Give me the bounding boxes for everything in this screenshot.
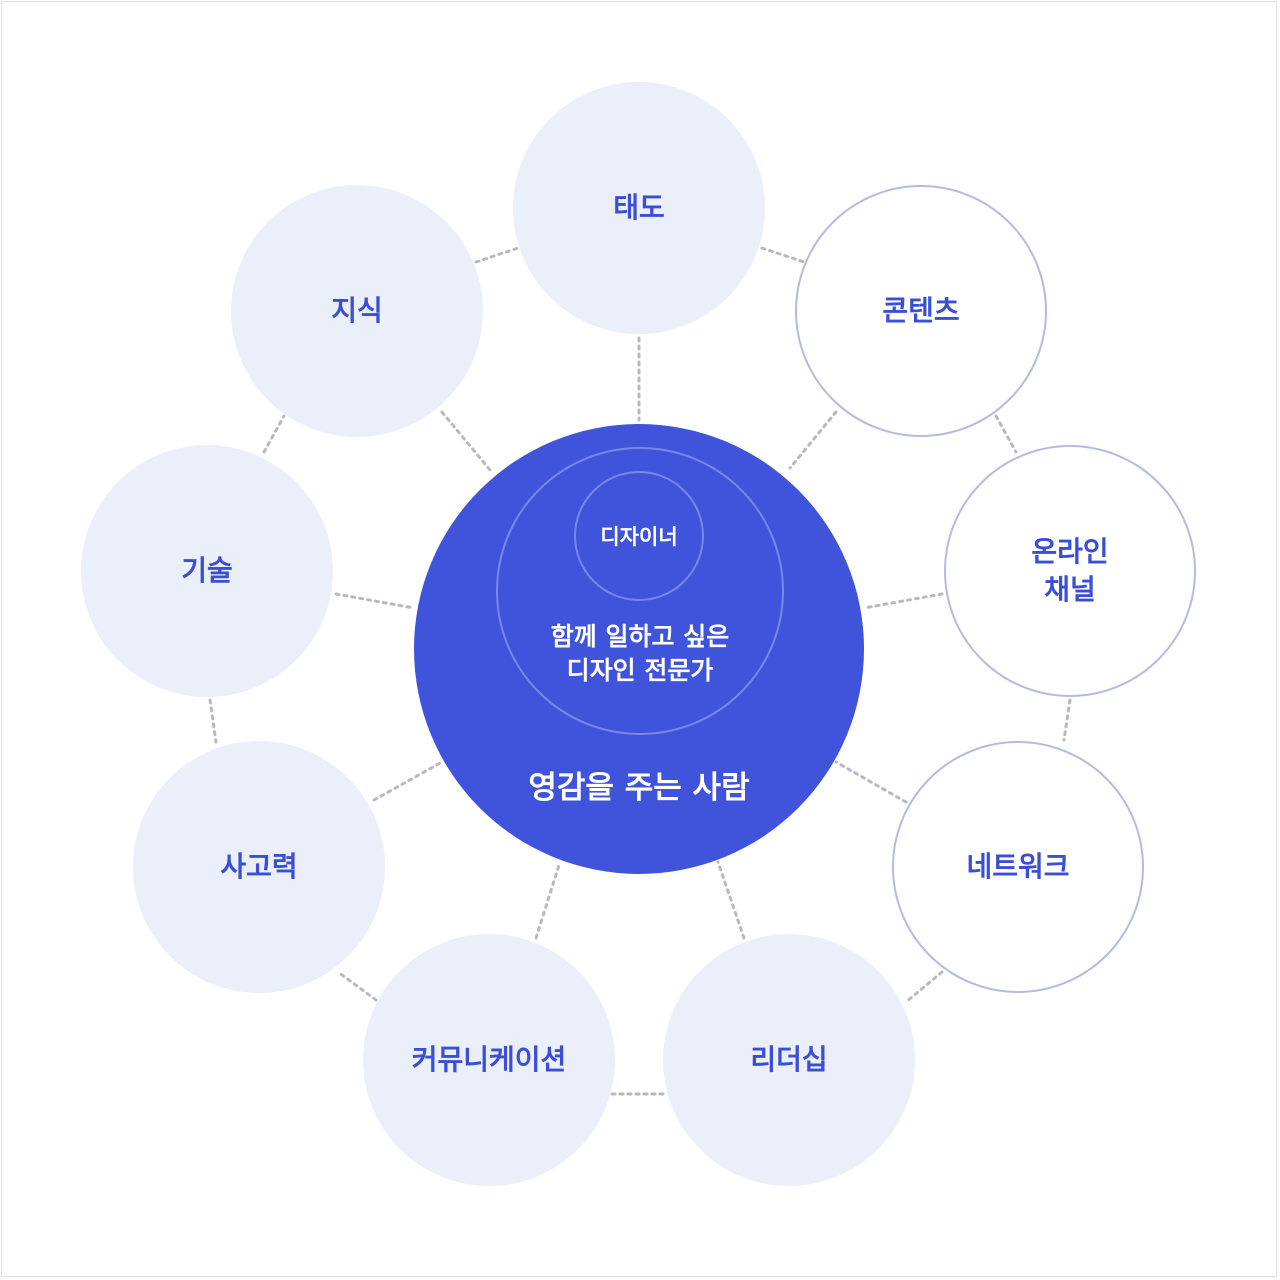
spoke-communication [534,860,562,940]
spoke-skill [334,592,416,610]
node-label-skill: 기술 [181,554,233,587]
node-knowledge: 지식 [231,185,483,437]
center-inner-label: 디자이너 [600,525,678,549]
link-attitude-contents [760,246,806,264]
inner-ring: 디자이너 [574,471,704,601]
spoke-leadership [716,860,746,940]
node-label-contents: 콘텐츠 [882,294,960,327]
spoke-thinking [372,760,444,802]
center-outer-label: 영감을 주는 사람 [528,770,750,806]
link-network-leadership [904,970,944,1004]
node-attitude: 태도 [513,82,765,334]
center-middle-label: 함께 일하고 싶은 디자인 전문가 [550,622,730,685]
link-knowledge-attitude [474,246,520,264]
link-communication-thinking [336,970,378,1002]
link-skill-knowledge [262,414,286,454]
node-contents: 콘텐츠 [795,185,1047,437]
node-label-thinking: 사고력 [220,850,298,883]
node-label-network: 네트워크 [966,850,1070,883]
spoke-online-channel [862,592,944,610]
node-label-leadership: 리더십 [750,1043,828,1076]
spoke-contents [788,410,838,470]
link-online-network [1062,698,1072,742]
node-leadership: 리더십 [663,934,915,1186]
node-label-attitude: 태도 [613,191,665,224]
node-label-online-channel: 온라인 채널 [1031,535,1109,606]
spoke-knowledge [440,410,492,472]
node-thinking: 사고력 [133,741,385,993]
link-thinking-skill [208,698,218,744]
link-contents-online [994,414,1018,454]
node-network: 네트워크 [892,741,1144,993]
spoke-network [834,760,908,804]
node-label-knowledge: 지식 [331,294,383,327]
node-skill: 기술 [81,445,333,697]
node-label-communication: 커뮤니케이션 [411,1043,567,1076]
node-online-channel: 온라인 채널 [944,445,1196,697]
node-communication: 커뮤니케이션 [363,934,615,1186]
middle-ring [496,447,784,735]
